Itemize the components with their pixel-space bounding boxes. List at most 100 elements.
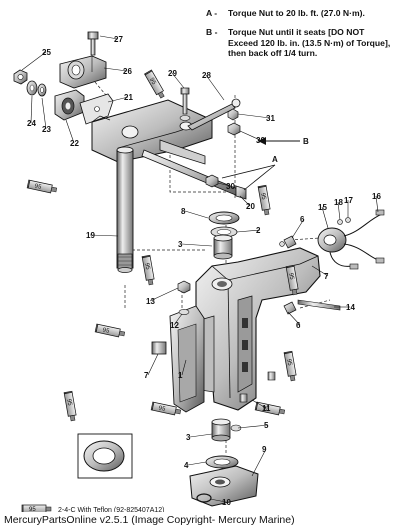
part-number-16: 16: [372, 192, 381, 201]
lubricant-tube-label: 95: [262, 405, 270, 412]
legend-b-line-1: Torque Nut until it seats [DO NOT: [228, 27, 365, 37]
lubricant-tube-label: 95: [259, 193, 266, 201]
leader-line-28: [205, 74, 225, 101]
lubricant-tube-label: 95: [65, 399, 72, 407]
part-number-14: 14: [346, 303, 355, 312]
part-6-grease-fitting-lower: [283, 301, 297, 315]
part-number-10: 10: [222, 498, 231, 507]
lubricant-note: 95 2-4-C With Teflon (92-825407A12): [21, 504, 164, 514]
part-number-27: 27: [114, 35, 123, 44]
part-number-6: 6: [300, 215, 305, 224]
part-number-30: 30: [256, 136, 265, 145]
lubricant-tube-label: 95: [34, 183, 42, 190]
part-18-17-screws: [337, 217, 351, 225]
part-13-nut: [177, 280, 191, 294]
leader-line-30: [217, 182, 231, 187]
part-6-grease-fitting-upper: [279, 235, 297, 249]
part-30-nut-lower: [205, 174, 219, 188]
leader-line-13: [149, 287, 179, 302]
part-14-bolt: [297, 299, 341, 311]
part-number-28: 28: [202, 71, 211, 80]
part-24-washer: [26, 80, 38, 96]
leader-line-4: [187, 461, 207, 466]
lubricant-tube-label: 95: [143, 263, 150, 271]
leader-line-16: [375, 195, 379, 213]
part-number-7: 7: [324, 272, 329, 281]
leader-line-19: [89, 234, 119, 237]
legend-item-a: A - Torque Nut to 20 lb. ft. (27.0 N·m).: [206, 8, 398, 20]
leader-line-24: [30, 95, 33, 124]
lubricant-tube-label: 95: [148, 77, 157, 86]
leader-line-6: [291, 218, 305, 239]
lubricant-tube-2: 95: [26, 179, 58, 194]
leader-line-2: [236, 229, 261, 233]
lubricant-tube-label: 95: [158, 405, 166, 412]
leader-line-5: [237, 424, 269, 429]
leader-line-18: [337, 201, 341, 221]
part-number-29: 29: [168, 69, 177, 78]
leader-line-7: [147, 353, 159, 376]
part-7-bushing-left: [151, 341, 167, 355]
leader-line-15: [321, 206, 329, 229]
legend-b-line-3: then back off 1/4 turn.: [228, 48, 318, 58]
part-9-lower-yoke: [189, 465, 259, 507]
part-29-bolt: [179, 87, 191, 121]
part-23-washer: [37, 83, 47, 97]
leader-line-21: [107, 96, 129, 103]
part-12-washer: [178, 309, 190, 315]
part-number-22: 22: [70, 139, 79, 148]
part-number-30: 30: [226, 182, 235, 191]
callout-b-label: B: [303, 137, 309, 146]
swivel-bracket: [195, 247, 321, 411]
leader-line-30: [239, 130, 261, 141]
leader-line-9: [251, 448, 267, 477]
part-3-bushing-upper: [213, 234, 233, 260]
callout-b: B: [258, 137, 309, 146]
part-27-bolt: [87, 31, 99, 56]
part-number-23: 23: [42, 125, 51, 134]
part-number-24: 24: [27, 119, 36, 128]
legend-b-line-2: Exceed 120 lb. in. (13.5 N·m) of Torque]…: [228, 37, 391, 48]
part-15-sender-assembly: [317, 209, 385, 270]
leader-line-3: [181, 243, 213, 247]
lubricant-tube-label: 95: [29, 507, 36, 513]
lubricant-tube-label: 95: [287, 273, 294, 281]
legend-a-line-1: Torque Nut to 20 lb. ft. (27.0 N·m).: [228, 8, 365, 18]
leader-line-10: [209, 498, 227, 503]
part-number-31: 31: [266, 114, 275, 123]
lubricant-tube-label: 95: [285, 359, 292, 367]
part-28-link-rod: [187, 98, 241, 131]
part-2-washer: [210, 226, 238, 238]
lubricant-tube-label: 95: [102, 327, 110, 334]
lubricant-tube-10: 95: [141, 254, 155, 286]
leader-line-3: [189, 433, 213, 438]
part-number-8: 8: [181, 207, 186, 216]
leader-line-31: [237, 113, 271, 119]
lubricant-tube-8: 95: [150, 401, 182, 416]
leader-line-26: [103, 67, 128, 72]
part-number-13: 13: [146, 297, 155, 306]
part-number-6: 6: [296, 321, 301, 330]
callout-a: A: [221, 155, 278, 191]
part-number-18: 18: [334, 198, 343, 207]
part-number-3: 3: [178, 240, 183, 249]
seal-detail-box: [77, 433, 133, 479]
callout-a-label: A: [272, 155, 278, 164]
part-8-seal: [208, 211, 240, 225]
part-1-clamp-bracket: [169, 305, 205, 413]
part-19-steering-tube: [116, 146, 134, 273]
leader-lines: [21, 35, 379, 503]
leader-line-27: [99, 35, 119, 40]
lubricant-tube-6: 95: [283, 350, 297, 382]
part-21-bracket-plate: [79, 93, 114, 125]
part-number-7: 7: [144, 371, 149, 380]
leader-line-25: [21, 51, 47, 71]
part-number-1: 1: [178, 371, 183, 380]
leader-line-20: [239, 195, 251, 207]
part-26-upper-mount: [59, 55, 107, 89]
part-number-5: 5: [264, 421, 269, 430]
legend-item-b: B - Torque Nut until it seats [DO NOT Ex…: [206, 27, 398, 63]
lubricant-tube-3: 95: [257, 184, 271, 216]
lubricant-note-text: 2-4-C With Teflon (92-825407A12): [58, 507, 164, 514]
